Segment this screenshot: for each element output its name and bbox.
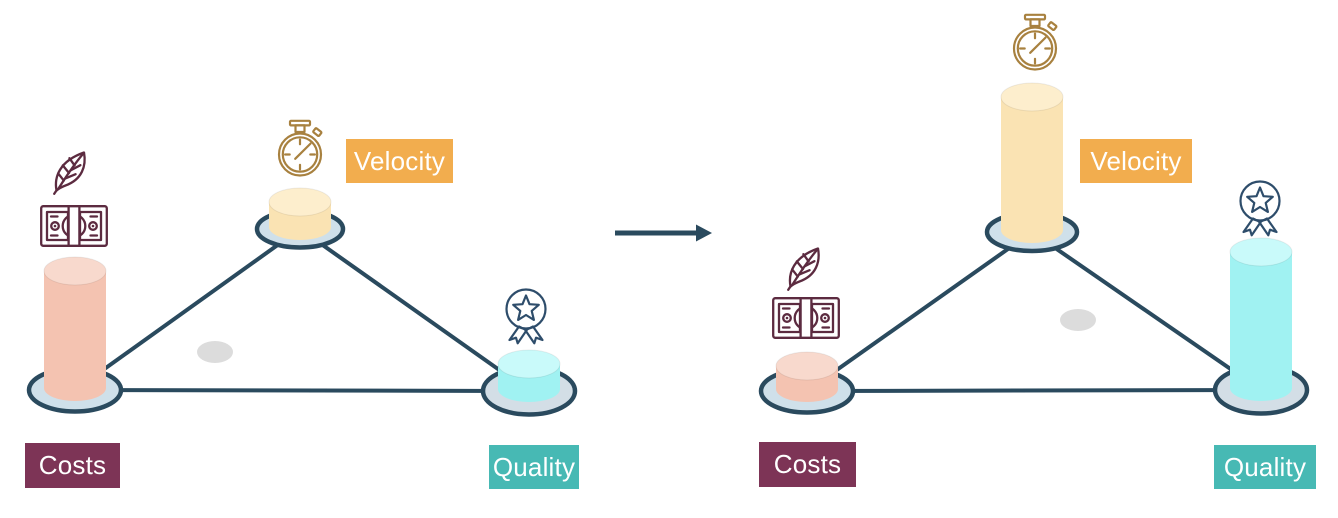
velocity-label: Velocity: [1080, 139, 1192, 183]
diagram-before: [26, 119, 578, 417]
velocity-bar-after: [1000, 82, 1064, 243]
costs-bar-before: [43, 256, 107, 401]
banknote-icon: [40, 205, 108, 247]
leaf-icon: [53, 151, 86, 195]
costs-label: Costs: [25, 443, 120, 488]
costs-label: Costs: [759, 442, 856, 487]
quality-bar-before: [497, 349, 561, 402]
triangle-edges-before: [73, 227, 531, 393]
right-arrow-icon: [615, 224, 712, 242]
quality-label: Quality: [489, 445, 579, 489]
stopwatch-icon: [1012, 13, 1058, 71]
banknote-icon: [772, 297, 840, 339]
quality-label: Quality: [1214, 445, 1316, 489]
quality-bar-after: [1229, 237, 1293, 401]
floor-shadow: [197, 341, 233, 363]
stopwatch-icon: [277, 119, 323, 177]
medal-ribbon-icon: [1239, 180, 1281, 237]
diagram-after: [758, 13, 1310, 416]
triangle-edges-after: [805, 230, 1263, 393]
medal-ribbon-icon: [505, 288, 547, 345]
velocity-label: Velocity: [346, 139, 453, 183]
leaf-icon: [787, 247, 820, 291]
costs-bar-after: [775, 351, 839, 402]
velocity-bar-before: [268, 187, 332, 240]
floor-shadow: [1060, 309, 1096, 331]
